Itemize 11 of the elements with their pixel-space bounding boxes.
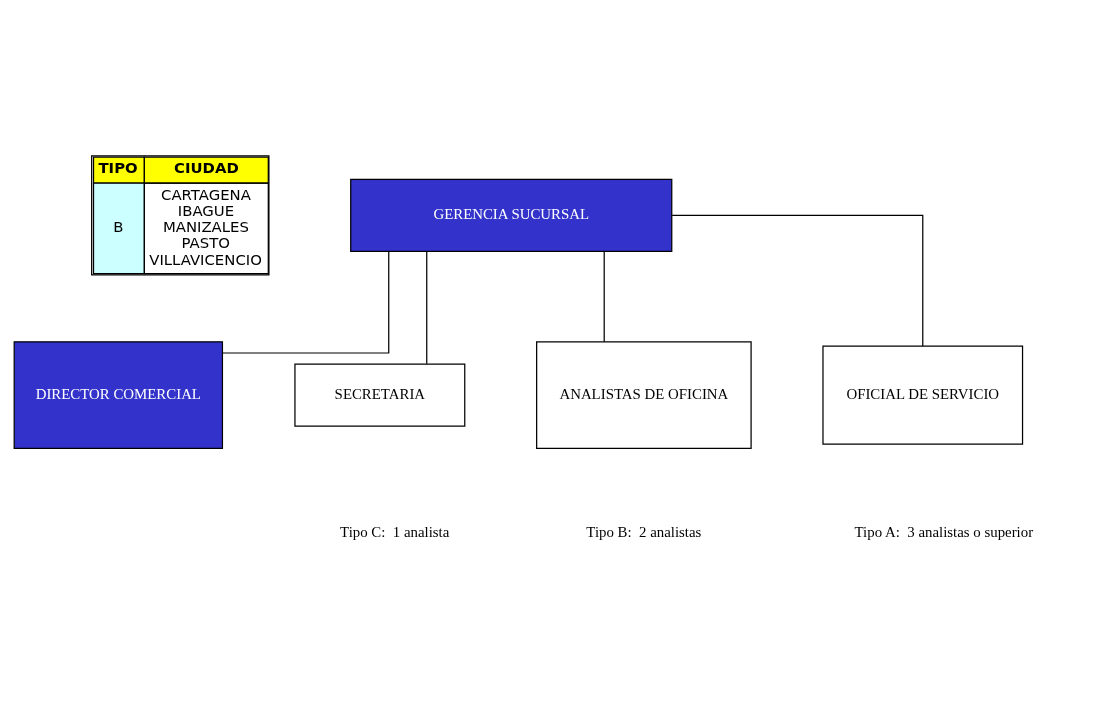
label: MANIZALES: [162, 218, 249, 237]
label: Tipo B: 2 analistas: [586, 523, 702, 540]
label: TIPO: [98, 158, 138, 177]
label: IBAGUE: [177, 202, 235, 221]
label: CARTAGENA: [161, 186, 251, 205]
label: VILLAVICENCIO: [149, 250, 262, 269]
label: Tipo A: 3 analistas o superior: [854, 523, 1034, 540]
label: B: [113, 218, 124, 237]
label: CIUDAD: [174, 158, 239, 177]
label: PASTO: [181, 234, 230, 253]
label: Tipo C: 1 analista: [340, 523, 450, 540]
